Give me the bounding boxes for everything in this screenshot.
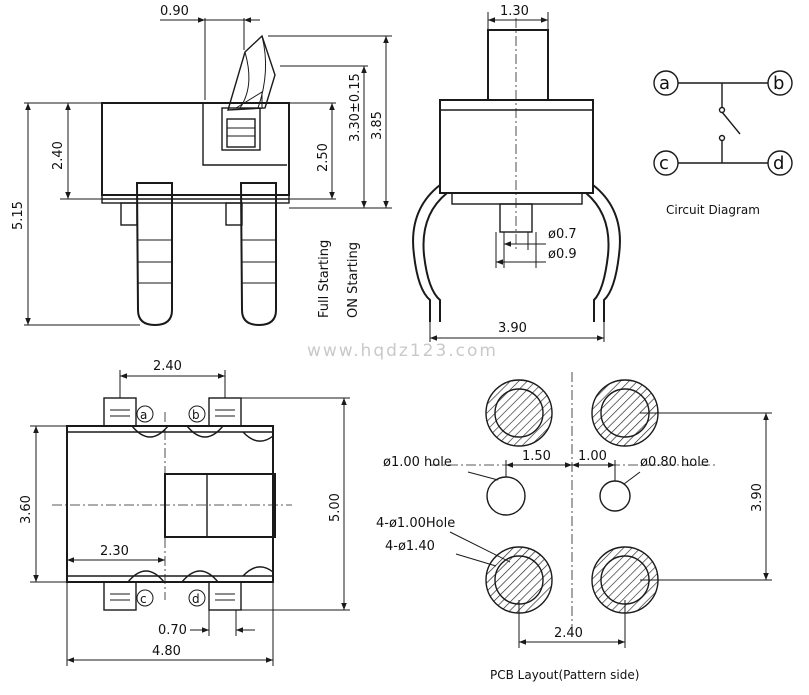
top-b-label: b — [192, 408, 200, 422]
circuit-diagram: a b c d Circuit Diagram — [653, 70, 793, 217]
terminal-left-side — [135, 182, 173, 327]
label-pad-holes: 4-ø1.00Hole — [376, 516, 455, 531]
dim-5-00: 5.00 — [328, 493, 343, 522]
dim-1-00: 1.00 — [578, 449, 607, 464]
dim-5-15: 5.15 — [11, 201, 26, 230]
circuit-title: Circuit Diagram — [666, 203, 760, 217]
label-full-starting: Full Starting — [317, 240, 332, 318]
terminal-c-label: c — [659, 153, 669, 174]
top-d-label: d — [192, 592, 200, 606]
dim-0-7: ø0.7 — [548, 227, 577, 242]
pcb-title: PCB Layout(Pattern side) — [490, 668, 639, 682]
top-a-label: a — [140, 408, 147, 422]
pad-b — [208, 397, 242, 427]
side-view: 0.90 5.15 2.40 2.50 3.30±0.15 3.85 Full … — [11, 4, 392, 327]
switch-contact — [721, 111, 741, 135]
dim-2-40: 2.40 — [51, 141, 66, 170]
label-hole-left: ø1.00 hole — [383, 455, 452, 470]
lead-right — [592, 184, 621, 322]
dim-2-30: 2.30 — [100, 544, 129, 559]
dim-2-50: 2.50 — [316, 143, 331, 172]
label-hole-right: ø0.80 hole — [640, 455, 709, 470]
label-on-starting: ON Starting — [346, 242, 361, 318]
switch-body-front — [439, 99, 594, 194]
terminal-b-label: b — [773, 73, 784, 94]
dim-0-70: 0.70 — [158, 623, 187, 638]
top-c-label: c — [140, 592, 147, 606]
pad-c — [103, 581, 137, 611]
pcb-hole-left — [486, 476, 526, 516]
dim-0-90: 0.90 — [160, 4, 189, 19]
actuator-slot — [202, 103, 287, 166]
label-pad-diam: 4-ø1.40 — [385, 539, 435, 554]
dim-3-90-pcb: 3.90 — [750, 483, 765, 512]
actuator-top — [164, 473, 276, 538]
dim-3-60: 3.60 — [19, 495, 34, 524]
pad-a — [103, 397, 137, 427]
dim-1-50: 1.50 — [522, 449, 551, 464]
terminal-a-label: a — [659, 73, 670, 94]
dim-3-30: 3.30±0.15 — [348, 73, 363, 142]
actuator-front — [487, 29, 549, 101]
dim-0-9: ø0.9 — [548, 247, 577, 262]
terminal-right-side — [239, 182, 277, 327]
dim-3-90-front: 3.90 — [498, 321, 527, 336]
top-view: a b c d 2.40 3.60 5.00 — [19, 359, 350, 666]
front-view: 1.30 ø0.7 ø0.9 3.90 — [412, 4, 621, 342]
switch-body-side — [101, 102, 290, 196]
watermark: www.hqdz123.com — [307, 341, 498, 361]
dim-1-30: 1.30 — [500, 4, 529, 19]
switch-body-top — [66, 425, 274, 583]
dim-2-40-pcb: 2.40 — [554, 626, 583, 641]
curved-actuator — [227, 34, 276, 111]
pcb-hole-right — [599, 480, 631, 512]
dim-3-85: 3.85 — [370, 111, 385, 140]
pcb-pad-top-left — [485, 379, 553, 447]
dim-4-80: 4.80 — [152, 644, 181, 659]
lead-left — [412, 184, 441, 322]
terminal-d-label: d — [773, 153, 784, 174]
pcb-layout: 1.50 1.00 ø1.00 hole ø0.80 hole 4-ø1.00H… — [376, 372, 772, 682]
dim-2-40-top: 2.40 — [153, 359, 182, 374]
pad-d — [208, 581, 242, 611]
